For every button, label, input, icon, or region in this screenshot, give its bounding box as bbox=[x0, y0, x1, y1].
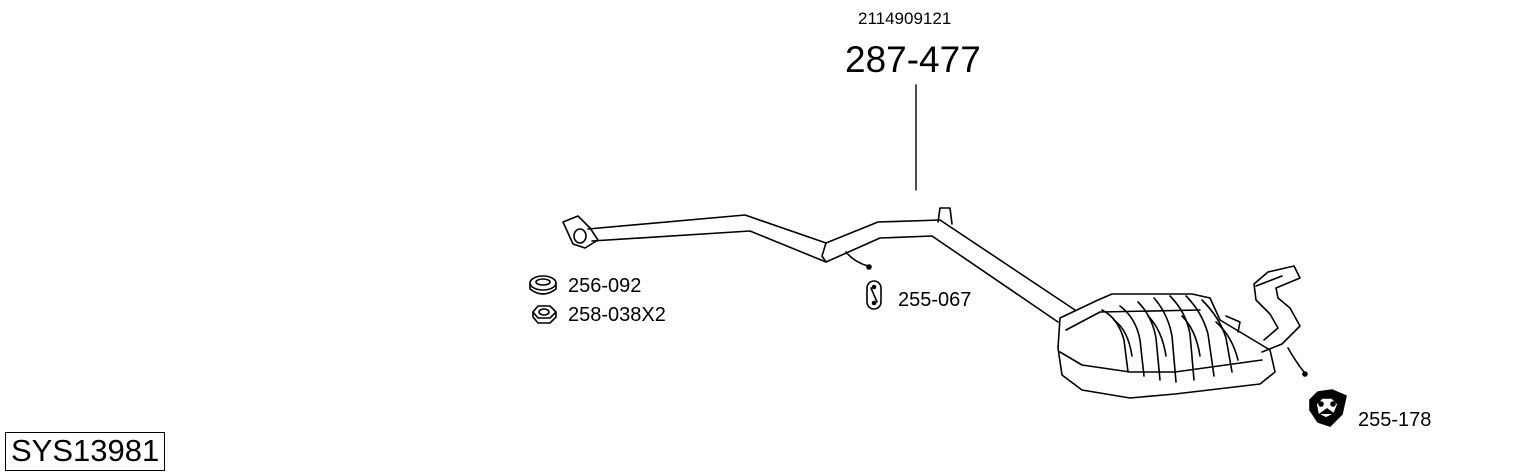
rubber-hanger-part-number[interactable]: 255-067 bbox=[898, 289, 972, 311]
clamp-ring-icon bbox=[529, 275, 557, 295]
rubber-hanger-icon bbox=[866, 280, 882, 310]
main-part-number[interactable]: 287-477 bbox=[845, 39, 981, 80]
rear-silencer bbox=[1057, 265, 1308, 399]
system-id-box: SYS13981 bbox=[5, 432, 166, 471]
rubber-mount-icon bbox=[1309, 389, 1347, 427]
nut-part-number[interactable]: 258-038X2 bbox=[568, 304, 666, 326]
exhaust-pipe bbox=[587, 207, 1076, 323]
nut-icon bbox=[532, 305, 557, 324]
clamp-ring-part-number[interactable]: 256-092 bbox=[568, 275, 642, 297]
oe-number-label: 2114909121 bbox=[858, 9, 952, 28]
front-flange bbox=[562, 215, 599, 249]
rubber-mount-part-number[interactable]: 255-178 bbox=[1358, 409, 1432, 431]
system-id: SYS13981 bbox=[11, 433, 160, 468]
